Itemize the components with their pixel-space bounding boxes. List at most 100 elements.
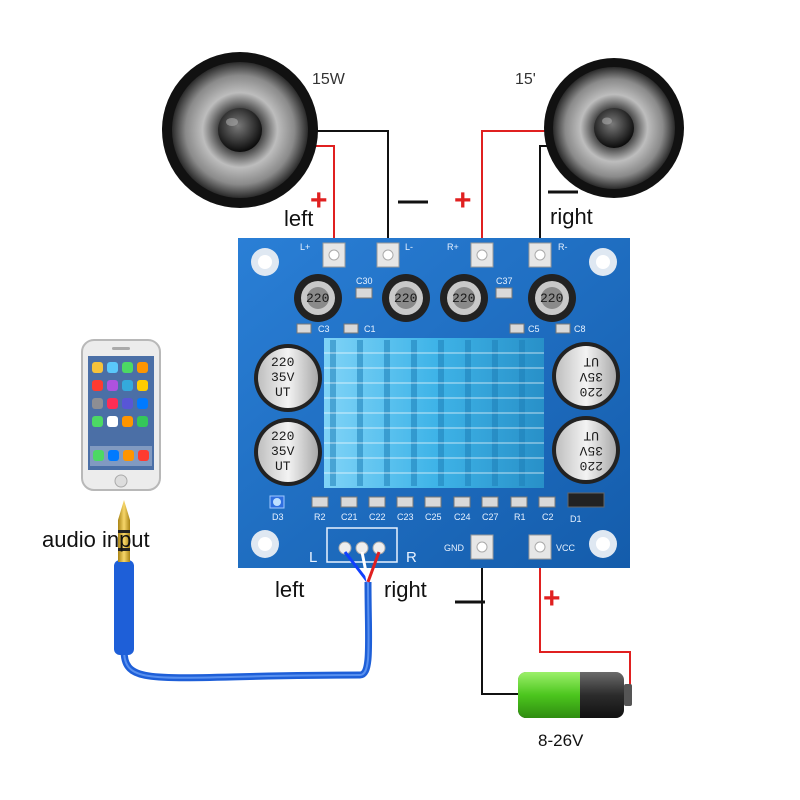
heatsink-fin	[438, 340, 444, 486]
app-icon	[137, 362, 148, 373]
cap-value: 220	[271, 355, 294, 370]
label-r1: R1	[514, 512, 526, 522]
heatsink-fin	[465, 340, 471, 486]
heatsink-fin	[411, 340, 417, 486]
app-icon	[137, 380, 148, 391]
left-speaker-label: left	[284, 206, 313, 231]
inductor-mark: 220	[394, 291, 417, 306]
terminal-l-minus: L-	[405, 242, 413, 252]
heatsink-fin	[384, 340, 390, 486]
dock-icon	[93, 450, 104, 461]
heatsink-groove	[324, 382, 544, 384]
power-wires	[481, 560, 631, 695]
app-icon	[137, 398, 148, 409]
label-r2: R2	[314, 512, 326, 522]
app-icon	[122, 362, 133, 373]
dock-icon	[123, 450, 134, 461]
cap-brand: UT	[275, 459, 291, 474]
label-c37: C37	[496, 276, 513, 286]
electrolytic-capacitors: 220 35V UT 220 35V UT 220 35V UT	[254, 342, 620, 486]
inductor-mark: 220	[306, 291, 329, 306]
label-c25: C25	[425, 512, 442, 522]
app-icon	[92, 416, 103, 427]
cap-value: 220	[580, 384, 603, 399]
audio-input-label: audio input	[42, 527, 150, 552]
heatsink-groove	[324, 367, 544, 369]
label-d3: D3	[272, 512, 284, 522]
app-icon	[122, 398, 133, 409]
left-speaker-watt: 15W	[312, 71, 346, 88]
left-minus-sign: —	[398, 184, 428, 217]
cap-voltage: 35V	[579, 443, 603, 458]
cap-value: 220	[271, 429, 294, 444]
dock-icon	[138, 450, 149, 461]
audio-cable	[114, 500, 381, 682]
cap-brand: UT	[583, 428, 599, 443]
right-speaker-label: right	[550, 204, 593, 229]
inductor-mark: 220	[540, 291, 563, 306]
right-speaker	[544, 58, 684, 198]
app-icon	[92, 398, 103, 409]
terminal-vcc: VCC	[556, 543, 576, 553]
heatsink-fin	[519, 340, 525, 486]
phone-dock	[90, 446, 152, 466]
label-c24: C24	[454, 512, 471, 522]
inductor-mark: 220	[452, 291, 475, 306]
terminal-gnd: GND	[444, 543, 465, 553]
label-c2: C2	[542, 512, 554, 522]
audio-input-terminal	[326, 527, 398, 563]
app-icon	[107, 362, 118, 373]
terminal-l-plus: L+	[300, 242, 310, 252]
heatsink-groove	[324, 472, 544, 474]
app-icon	[107, 380, 118, 391]
mounting-holes	[251, 248, 617, 558]
app-icon	[122, 380, 133, 391]
heatsink-groove	[324, 412, 544, 414]
heatsink-groove	[324, 352, 544, 354]
cap-value: 220	[580, 458, 603, 473]
amplifier-board: L+ L- R+ R- 220 220 220 220 C30 C37 C3	[238, 238, 630, 568]
phone	[81, 339, 161, 491]
audio-left-label: left	[275, 577, 304, 602]
power-terminals	[470, 534, 552, 560]
smd-row	[269, 492, 605, 509]
heatsink-groove	[324, 397, 544, 399]
vcc-plus-sign: +	[543, 582, 561, 615]
label-d1: D1	[570, 514, 582, 524]
label-c23: C23	[397, 512, 414, 522]
left-speaker	[162, 52, 318, 208]
dock-icon	[108, 450, 119, 461]
right-minus-sign: —	[548, 174, 578, 207]
cap-voltage: 35V	[579, 369, 603, 384]
heatsink-fin	[330, 340, 336, 486]
cap-brand: UT	[275, 385, 291, 400]
heatsink-groove	[324, 427, 544, 429]
smd-caps-top	[296, 287, 571, 334]
label-c22: C22	[369, 512, 386, 522]
cap-brand: UT	[583, 354, 599, 369]
app-icon	[107, 398, 118, 409]
app-icon	[92, 362, 103, 373]
right-plus-sign: +	[454, 184, 472, 217]
terminal-r-minus: R-	[558, 242, 568, 252]
label-c1: C1	[364, 324, 376, 334]
battery-voltage-label: 8-26V	[538, 731, 584, 750]
heatsink-fin	[492, 340, 498, 486]
output-terminals	[322, 242, 552, 268]
label-c27: C27	[482, 512, 499, 522]
input-label-r: R	[406, 549, 417, 566]
label-c8: C8	[574, 324, 586, 334]
heatsink-fin	[357, 340, 363, 486]
app-icon	[92, 380, 103, 391]
terminal-r-plus: R+	[447, 242, 459, 252]
label-c30: C30	[356, 276, 373, 286]
label-c21: C21	[341, 512, 358, 522]
gnd-minus-sign: —	[455, 584, 485, 617]
cap-voltage: 35V	[271, 370, 295, 385]
speaker-wires	[314, 130, 553, 243]
app-icon	[122, 416, 133, 427]
input-label-l: L	[309, 549, 317, 566]
app-icon	[107, 416, 118, 427]
label-c5: C5	[528, 324, 540, 334]
